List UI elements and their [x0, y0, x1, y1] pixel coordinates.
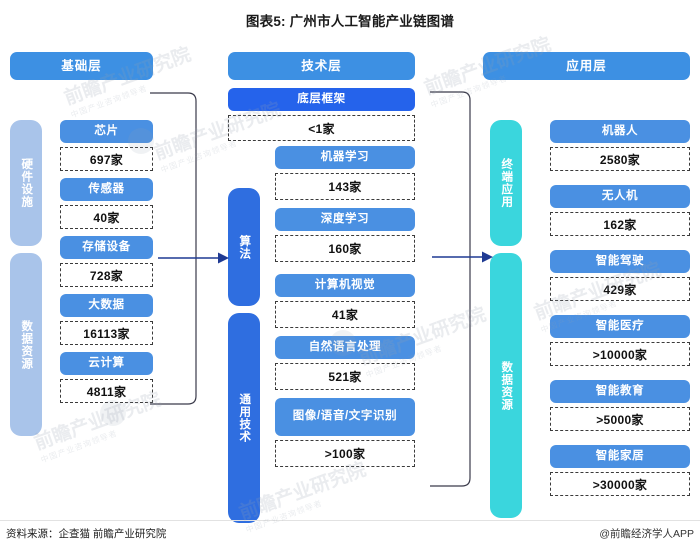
item-value: >30000家: [550, 472, 690, 496]
item-value: >5000家: [550, 407, 690, 431]
item-base-framework: 底层框架 <1家: [228, 88, 415, 141]
group-bar-general-technology[interactable]: 通用技术: [228, 313, 260, 523]
item-image-voice-text-recognition: 图像/语音/文字识别 >100家: [275, 398, 415, 467]
item-label[interactable]: 智能驾驶: [550, 250, 690, 273]
item-value: 160家: [275, 235, 415, 262]
item-label[interactable]: 深度学习: [275, 208, 415, 231]
item-value: 429家: [550, 277, 690, 301]
item-label[interactable]: 大数据: [60, 294, 153, 317]
column-application: 应用层 终端应用 数据资源 机器人 2580家 无人机 162家 智能驾驶 42…: [483, 52, 690, 533]
credit-note: @前瞻经济学人APP: [599, 528, 694, 540]
item-label[interactable]: 智能医疗: [550, 315, 690, 338]
item-smart-home: 智能家居 >30000家: [550, 445, 690, 496]
item-value: 521家: [275, 363, 415, 390]
item-value: 162家: [550, 212, 690, 236]
item-big-data: 大数据 16113家: [60, 294, 153, 345]
page-title: 图表5: 广州市人工智能产业链图谱: [245, 14, 455, 29]
item-nlp: 自然语言处理 521家: [275, 336, 415, 390]
item-label[interactable]: 芯片: [60, 120, 153, 143]
group-bar-label: 数据资源: [20, 319, 33, 370]
item-chip: 芯片 697家: [60, 120, 153, 171]
column-header-technology: 技术层: [228, 52, 415, 80]
item-value: 41家: [275, 301, 415, 328]
item-value: <1家: [228, 115, 415, 141]
footer-divider: [0, 520, 700, 521]
item-value: 2580家: [550, 147, 690, 171]
group-bar-hardware[interactable]: 硬件设施: [10, 120, 42, 246]
item-value: 4811家: [60, 379, 153, 403]
item-label[interactable]: 机器学习: [275, 146, 415, 169]
item-label[interactable]: 智能家居: [550, 445, 690, 468]
item-value: 728家: [60, 263, 153, 287]
item-sensor: 传感器 40家: [60, 178, 153, 229]
item-label[interactable]: 图像/语音/文字识别: [275, 398, 415, 436]
group-bar-terminal-application[interactable]: 终端应用: [490, 120, 522, 246]
item-storage: 存储设备 728家: [60, 236, 153, 287]
group-bar-algorithm[interactable]: 算法: [228, 188, 260, 306]
connector-technology-to-application: [430, 91, 493, 487]
item-label[interactable]: 存储设备: [60, 236, 153, 259]
item-label[interactable]: 自然语言处理: [275, 336, 415, 359]
item-label[interactable]: 计算机视觉: [275, 274, 415, 297]
group-bar-label: 通用技术: [238, 393, 251, 443]
item-label[interactable]: 传感器: [60, 178, 153, 201]
item-value: 16113家: [60, 321, 153, 345]
column-header-application: 应用层: [483, 52, 690, 80]
column-body-application: 终端应用 数据资源 机器人 2580家 无人机 162家 智能驾驶 429家 智…: [483, 88, 690, 533]
item-label[interactable]: 智能教育: [550, 380, 690, 403]
column-body-technology: 底层框架 <1家 算法 通用技术 机器学习 143家 深度学习 160家 计算机…: [228, 88, 415, 538]
group-bar-label: 终端应用: [500, 158, 513, 208]
item-value: >100家: [275, 440, 415, 467]
group-bar-data-resource[interactable]: 数据资源: [10, 253, 42, 436]
item-cloud-computing: 云计算 4811家: [60, 352, 153, 403]
connector-foundation-to-technology: [150, 92, 229, 405]
item-machine-learning: 机器学习 143家: [275, 146, 415, 200]
source-note: 资料来源：企查猫 前瞻产业研究院: [6, 528, 167, 540]
item-label[interactable]: 云计算: [60, 352, 153, 375]
item-robot: 机器人 2580家: [550, 120, 690, 171]
column-foundation: 基础层 硬件设施 数据资源 芯片 697家 传感器 40家 存储设备 728家: [10, 52, 153, 448]
group-bar-data-resource[interactable]: 数据资源: [490, 253, 522, 518]
item-value: 697家: [60, 147, 153, 171]
item-smart-driving: 智能驾驶 429家: [550, 250, 690, 301]
item-value: 143家: [275, 173, 415, 200]
item-value: 40家: [60, 205, 153, 229]
item-drone: 无人机 162家: [550, 185, 690, 236]
column-header-foundation: 基础层: [10, 52, 153, 80]
group-bar-label: 算法: [238, 234, 251, 260]
group-bar-label: 硬件设施: [20, 158, 33, 208]
item-value: >10000家: [550, 342, 690, 366]
item-smart-education: 智能教育 >5000家: [550, 380, 690, 431]
item-label[interactable]: 底层框架: [228, 88, 415, 111]
column-technology: 技术层 底层框架 <1家 算法 通用技术 机器学习 143家 深度学习 160家: [228, 52, 415, 538]
group-bar-label: 数据资源: [500, 360, 513, 411]
item-deep-learning: 深度学习 160家: [275, 208, 415, 262]
item-label[interactable]: 无人机: [550, 185, 690, 208]
item-computer-vision: 计算机视觉 41家: [275, 274, 415, 328]
column-body-foundation: 硬件设施 数据资源 芯片 697家 传感器 40家 存储设备 728家 大数据 …: [10, 88, 153, 448]
item-label[interactable]: 机器人: [550, 120, 690, 143]
item-smart-healthcare: 智能医疗 >10000家: [550, 315, 690, 366]
